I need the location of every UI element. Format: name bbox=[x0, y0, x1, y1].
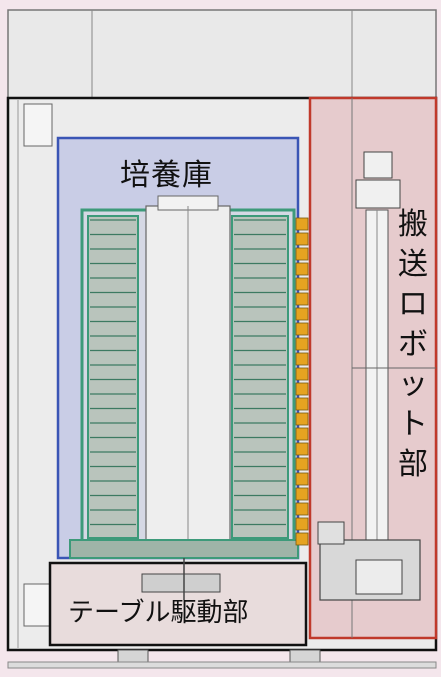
connector-block bbox=[295, 277, 309, 291]
connector-block bbox=[295, 502, 309, 516]
shelves-right bbox=[234, 219, 286, 526]
foot-mid bbox=[289, 649, 321, 663]
connector-block bbox=[295, 367, 309, 381]
connector-block bbox=[295, 382, 309, 396]
table-drive-label: テーブル駆動部 bbox=[68, 598, 249, 628]
connector-block bbox=[295, 487, 309, 501]
robot-base-block bbox=[355, 559, 403, 595]
connector-block bbox=[295, 217, 309, 231]
hinge-bottom bbox=[23, 583, 53, 627]
robot-arm-body bbox=[355, 179, 401, 209]
connector-block bbox=[295, 232, 309, 246]
robot-base-motor bbox=[317, 521, 345, 545]
incubator-label: 培養庫 bbox=[120, 158, 213, 193]
rack-left-column bbox=[87, 215, 139, 539]
connector-block bbox=[295, 322, 309, 336]
connector-block bbox=[295, 532, 309, 546]
connector-block bbox=[295, 262, 309, 276]
connector-block bbox=[295, 247, 309, 261]
cabinet-top bbox=[7, 9, 437, 101]
connector-block bbox=[295, 412, 309, 426]
table-drive-block bbox=[141, 573, 221, 593]
foot-left bbox=[117, 649, 149, 663]
rack-right-column bbox=[231, 215, 289, 539]
hinge-top bbox=[23, 103, 53, 147]
connector-block bbox=[295, 397, 309, 411]
connector-block bbox=[295, 427, 309, 441]
connector-block bbox=[295, 307, 309, 321]
connector-block bbox=[295, 457, 309, 471]
connector-column bbox=[295, 217, 309, 546]
connector-block bbox=[295, 292, 309, 306]
robot-label: 搬送ロボット部 bbox=[398, 207, 428, 482]
connector-block bbox=[295, 337, 309, 351]
rack-base bbox=[69, 539, 299, 559]
connector-block bbox=[295, 352, 309, 366]
floor-line bbox=[7, 661, 437, 669]
connector-block bbox=[295, 442, 309, 456]
robot-arm-head bbox=[363, 151, 393, 179]
connector-block bbox=[295, 472, 309, 486]
shelves-left bbox=[90, 219, 136, 526]
connector-block bbox=[295, 517, 309, 531]
